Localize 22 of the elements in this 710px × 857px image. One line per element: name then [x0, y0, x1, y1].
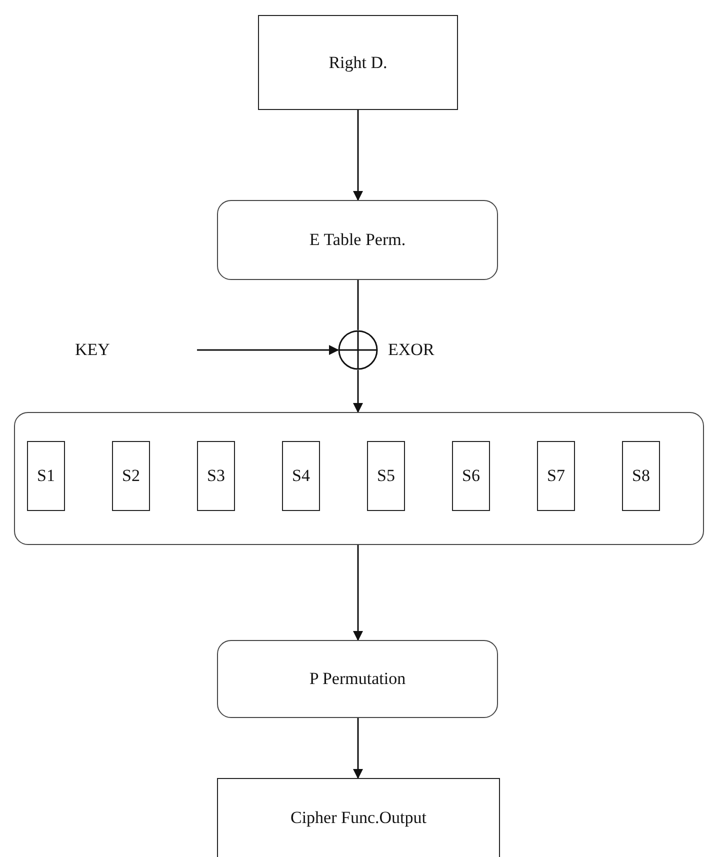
process-box: P Permutation	[217, 640, 498, 718]
sbox: S1	[27, 441, 65, 511]
arrow	[197, 345, 339, 355]
process-box: Right D.	[258, 15, 458, 110]
arrow	[353, 545, 363, 641]
sbox: S2	[112, 441, 150, 511]
arrow	[353, 370, 363, 413]
connector-line	[357, 280, 359, 330]
sbox: S4	[282, 441, 320, 511]
process-box: E Table Perm.	[217, 200, 498, 280]
arrow	[353, 110, 363, 201]
arrow	[353, 718, 363, 779]
output-box: Cipher Func.Output	[217, 778, 500, 857]
xor-symbol	[338, 330, 378, 370]
sbox: S8	[622, 441, 660, 511]
sbox: S7	[537, 441, 575, 511]
sbox: S6	[452, 441, 490, 511]
input-label: KEY	[75, 340, 110, 360]
sbox-group	[14, 412, 704, 545]
operation-label: EXOR	[388, 340, 434, 360]
sbox: S3	[197, 441, 235, 511]
sbox: S5	[367, 441, 405, 511]
